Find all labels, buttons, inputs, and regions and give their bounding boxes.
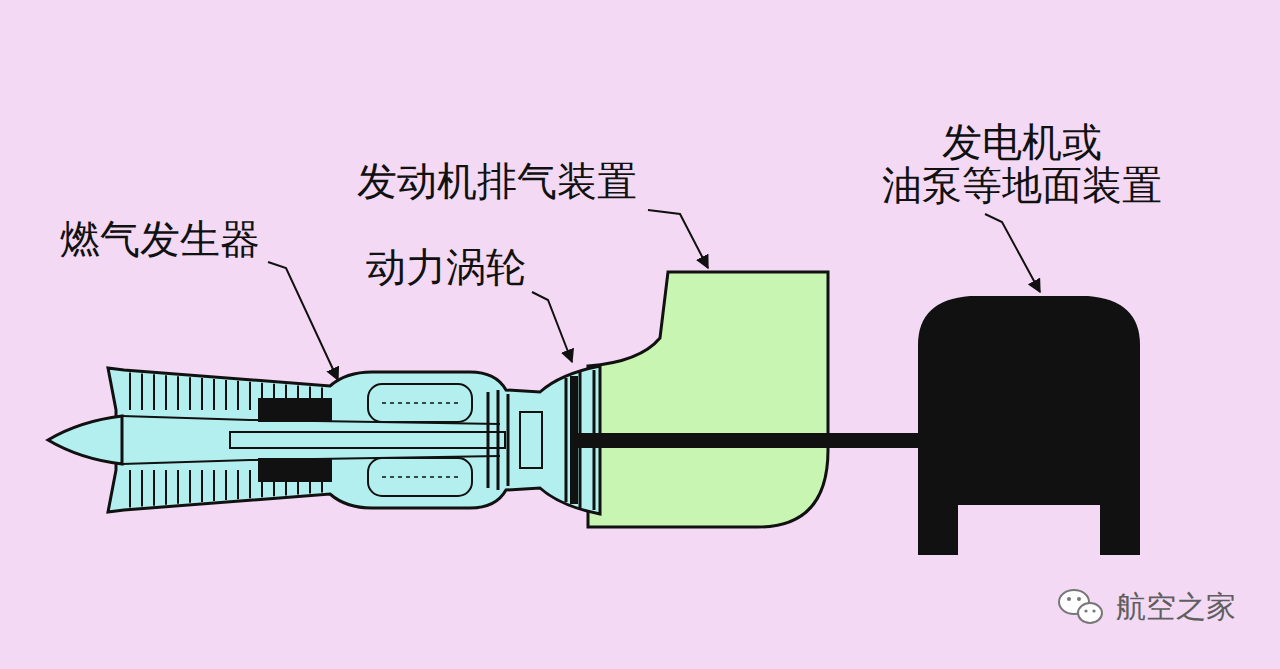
blade: [177, 470, 179, 504]
part-label: 燃气发生器: [60, 218, 260, 261]
blade: [201, 378, 203, 410]
watermark: 航空之家: [1116, 591, 1236, 623]
exhaust-duct: [588, 272, 828, 527]
blade: [153, 470, 155, 506]
part-label: 动力涡轮: [366, 246, 526, 289]
leader-line: [532, 292, 572, 362]
blade: [129, 372, 131, 410]
blade: [201, 470, 203, 502]
blade: [141, 470, 143, 507]
gg-shaft: [230, 432, 505, 448]
blade: [129, 470, 131, 508]
blade: [189, 377, 191, 410]
compressor-rotor: [258, 458, 332, 482]
gg-turbine: [488, 390, 508, 490]
blade: [153, 374, 155, 410]
blade: [237, 470, 239, 499]
blade: [225, 470, 227, 500]
blade: [225, 380, 227, 410]
combustor-liner: [382, 403, 458, 477]
part-label: 发电机或 油泵等地面装置: [852, 121, 1192, 207]
blade: [165, 375, 167, 410]
turbine-hub: [520, 412, 542, 468]
blade: [237, 381, 239, 410]
compressor-rotor: [258, 398, 332, 422]
blade: [213, 379, 215, 410]
leader-line: [648, 210, 708, 268]
gas-generator-casing: [108, 366, 600, 514]
blade: [141, 373, 143, 410]
leader-line: [268, 262, 338, 380]
leader-line: [985, 214, 1040, 292]
output-shaft: [574, 433, 924, 448]
blade: [249, 382, 251, 410]
watermark-icon: [1059, 590, 1102, 623]
blade: [249, 470, 251, 498]
blade: [189, 470, 191, 503]
blade: [213, 470, 215, 501]
nose-cone: [48, 416, 122, 464]
generator: [918, 296, 1140, 555]
part-label: 发动机排气装置: [357, 160, 637, 203]
blade: [177, 376, 179, 410]
blade: [165, 470, 167, 505]
